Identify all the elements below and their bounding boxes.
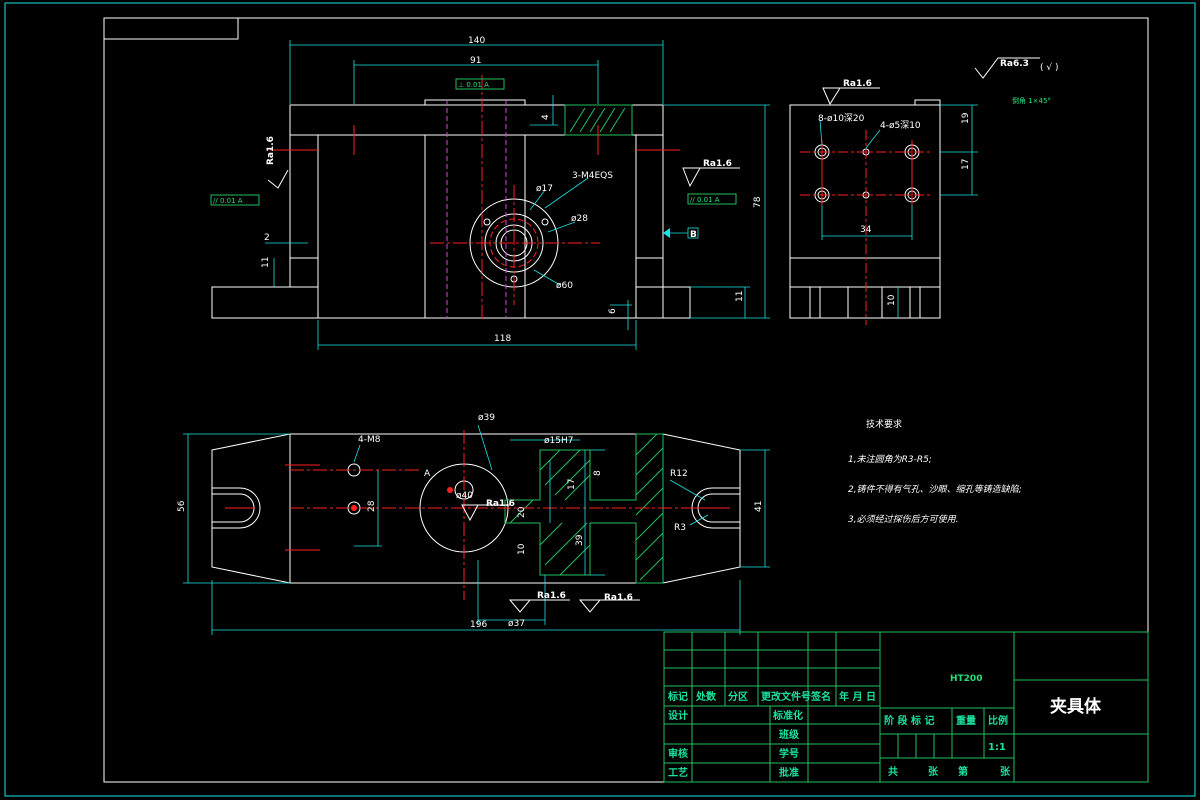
- side-holes-8: 8-ø10深20: [818, 113, 865, 124]
- top-dim-d15h7: ø15H7: [544, 436, 573, 446]
- top-dim-8: 8: [593, 470, 603, 476]
- top-dim-41: 41: [754, 501, 764, 512]
- tolerance-top-text: ⊥ 0.01 A: [458, 81, 489, 89]
- tb-sheets-0: 共: [888, 765, 898, 778]
- front-view: [210, 40, 880, 350]
- dim-4: 4: [541, 114, 551, 120]
- top-roughness-3: Ra1.6: [604, 593, 633, 603]
- dim-d17: ø17: [536, 184, 553, 194]
- top-roughness-1: Ra1.6: [486, 499, 515, 509]
- side-dim-34: 34: [860, 225, 872, 235]
- top-dim-d39: ø39: [478, 413, 495, 423]
- tb-row-1-right: 班级: [779, 728, 800, 741]
- top-dim-28: 28: [367, 500, 377, 512]
- side-view: [789, 99, 978, 325]
- tb-header-1: 处数: [695, 690, 717, 703]
- dim-d28: ø28: [571, 214, 588, 224]
- top-dim-17: 17: [567, 479, 577, 490]
- tb-row-3-left: 工艺: [668, 766, 688, 779]
- general-roughness-value: Ra6.3: [1000, 59, 1029, 69]
- tb-header-0: 标记: [667, 690, 688, 703]
- tb-header-4: 签名: [810, 690, 831, 703]
- tb-stage: 阶 段 标 记: [884, 714, 934, 727]
- dim-2: 2: [264, 233, 270, 243]
- tech-req-item-1: 1,未注圆角为R3-R5;: [848, 454, 932, 465]
- tech-req-item-3: 3,必须经过探伤后方可使用.: [848, 514, 958, 525]
- roughness-left: Ra1.6: [266, 136, 276, 165]
- tb-row-3-right: 批准: [779, 766, 799, 779]
- tb-header-5: 年 月 日: [839, 690, 876, 703]
- tech-req-item-2: 2,铸件不得有气孔、沙眼、缩孔等铸造缺陷;: [848, 484, 1022, 495]
- corner-label-box: [103, 17, 239, 40]
- tech-req-title: 技术要求: [866, 418, 902, 430]
- dim-6: 6: [608, 308, 618, 314]
- tolerance-frame-right: [687, 193, 737, 205]
- tb-sheets-2: 第: [958, 765, 968, 778]
- tb-row-0-right: 标准化: [772, 709, 803, 722]
- dim-78: 78: [753, 196, 763, 208]
- inner-frame: [103, 17, 1149, 783]
- dim-140: 140: [468, 36, 485, 46]
- dim-11-right: 11: [735, 291, 745, 302]
- tb-weight: 重量: [956, 714, 976, 727]
- top-roughness-2: Ra1.6: [537, 591, 566, 601]
- roughness-side: Ra1.6: [843, 79, 872, 89]
- tb-row-0-left: 设计: [668, 709, 688, 722]
- dim-91: 91: [470, 56, 481, 66]
- general-roughness-mark: ( √ ): [1040, 62, 1058, 73]
- tb-scale-label: 比例: [988, 714, 1008, 727]
- tb-header-3: 更改文件号: [761, 690, 811, 703]
- top-dim-r3: R3: [674, 523, 686, 533]
- tb-row-2-right: 学号: [779, 747, 799, 760]
- material: HT200: [950, 674, 982, 684]
- side-dim-10: 10: [887, 294, 897, 306]
- general-roughness-symbol: [974, 57, 1040, 79]
- top-thread-m8: 4-M8: [358, 435, 381, 445]
- datum-b: B: [690, 230, 697, 240]
- outer-frame: [4, 2, 1196, 797]
- tb-sheets-1: 张: [928, 765, 939, 778]
- dim-d60: ø60: [556, 281, 573, 291]
- dim-11-left: 11: [261, 257, 271, 268]
- side-holes-4: 4-ø5深10: [880, 120, 921, 131]
- part-name: 夹具体: [1050, 696, 1102, 717]
- top-dim-56: 56: [177, 500, 187, 512]
- top-dim-20: 20: [517, 506, 527, 518]
- chamfer-note: 倒角 1×45°: [1012, 96, 1051, 105]
- side-dim-17: 17: [961, 159, 971, 170]
- dim-118: 118: [494, 334, 511, 344]
- tb-row-2-left: 审核: [668, 747, 688, 760]
- tb-scale-value: 1:1: [988, 742, 1006, 753]
- top-dim-d40: ø40: [456, 491, 473, 501]
- top-dim-d37: ø37: [508, 619, 525, 629]
- top-dim-39: 39: [575, 534, 585, 546]
- tb-header-2: 分区: [728, 690, 748, 703]
- tolerance-right-text: // 0.01 A: [690, 196, 720, 204]
- roughness-right: Ra1.6: [703, 159, 732, 169]
- top-dim-196: 196: [470, 620, 487, 630]
- top-view: [183, 424, 770, 635]
- datum-a: A: [424, 469, 431, 479]
- tolerance-frame-left: [210, 194, 260, 206]
- title-block: [663, 631, 1149, 783]
- roughness-symbol: [267, 169, 289, 189]
- side-dim-19: 19: [961, 112, 971, 124]
- top-dim-r12: R12: [670, 469, 688, 479]
- thread-m4: 3-M4EQS: [572, 171, 613, 181]
- tolerance-frame-top: [455, 78, 505, 90]
- tolerance-left-text: // 0.01 A: [213, 197, 243, 205]
- top-dim-10: 10: [517, 543, 527, 555]
- tb-sheets-3: 张: [1000, 765, 1011, 778]
